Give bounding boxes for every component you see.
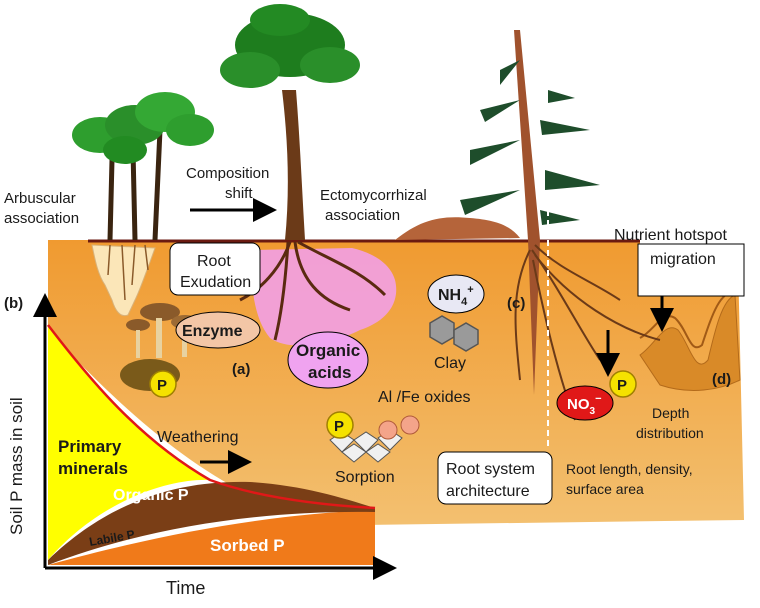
p-label-enzyme: P — [157, 377, 167, 394]
root-exudation-box — [169, 242, 261, 296]
root-system-box — [437, 451, 553, 505]
organic-acids-label-2: acids — [308, 363, 351, 382]
root-length-label-1: Root length, density, — [566, 461, 693, 477]
panel-d-label: (d) — [712, 371, 731, 388]
arbuscular-label-2: association — [4, 210, 79, 227]
primary-minerals-label-1: Primary — [58, 437, 122, 456]
enzyme-oval — [175, 311, 261, 349]
sorbed-p-label: Sorbed P — [210, 536, 285, 555]
soil-p-graph — [33, 293, 397, 580]
ecto-label-1: Ectomycorrhizal — [320, 187, 427, 204]
clay-label: Clay — [434, 355, 466, 372]
weathering-label: Weathering — [157, 429, 239, 446]
x-axis-label: Time — [166, 578, 205, 598]
depth-label-1: Depth — [652, 405, 689, 421]
p-circle-enzyme — [149, 370, 177, 398]
panel-c-label: (c) — [507, 295, 525, 312]
arbuscular-label-1: Arbuscular — [4, 190, 76, 207]
arbuscular-roots — [91, 244, 156, 317]
no3-label: NO3− — [567, 393, 602, 417]
p-circle-sorption — [326, 411, 354, 439]
enzyme-label: Enzyme — [182, 323, 243, 340]
composition-label-2: shift — [225, 185, 253, 202]
nh4-label: NH4+ — [438, 284, 474, 308]
organic-p-region — [48, 481, 375, 565]
root-system-label-2: architecture — [446, 483, 530, 500]
oxide-ball-2 — [400, 415, 420, 435]
ecto-label-2: association — [325, 207, 400, 224]
red-decay-curve — [47, 324, 376, 510]
palm-trees — [72, 92, 214, 241]
y-axis-label: Soil P mass in soil — [7, 397, 26, 535]
root-exudation-label-2: Exudation — [180, 274, 251, 291]
oxide-ball-1 — [378, 420, 398, 440]
depth-label-2: distribution — [636, 425, 704, 441]
panel-a-label: (a) — [232, 361, 250, 378]
p-label-sorption: P — [334, 418, 344, 435]
primary-minerals-region — [48, 325, 210, 560]
nh4-oval — [427, 274, 485, 314]
root-exudation-label-1: Root — [197, 253, 231, 270]
no3-oval — [556, 385, 614, 421]
surface-litter — [395, 217, 520, 240]
composition-label-1: Composition — [186, 165, 269, 182]
hotspot-label-1: Nutrient hotspot — [614, 227, 728, 244]
hotspot-label-2: migration — [650, 251, 716, 268]
p-label-no3: P — [617, 377, 627, 394]
canopy-tree-roots — [239, 240, 387, 341]
hotspot-box — [637, 243, 745, 297]
sorption-label: Sorption — [335, 469, 395, 486]
panel-b-label: (b) — [4, 295, 23, 312]
conifer-tree — [460, 30, 600, 395]
organic-p-label: Organic P — [113, 487, 189, 504]
primary-minerals-label-2: minerals — [58, 459, 128, 478]
p-circle-no3 — [609, 370, 637, 398]
organic-acids-oval — [287, 331, 369, 389]
sorbed-p-region — [48, 510, 375, 565]
root-system-label-1: Root system — [446, 461, 535, 478]
alfe-label: Al /Fe oxides — [378, 389, 470, 406]
organic-acids-label-1: Organic — [296, 341, 360, 360]
root-length-label-2: surface area — [566, 481, 644, 497]
clay-hexagons — [429, 315, 479, 352]
canopy-tree — [220, 4, 360, 240]
